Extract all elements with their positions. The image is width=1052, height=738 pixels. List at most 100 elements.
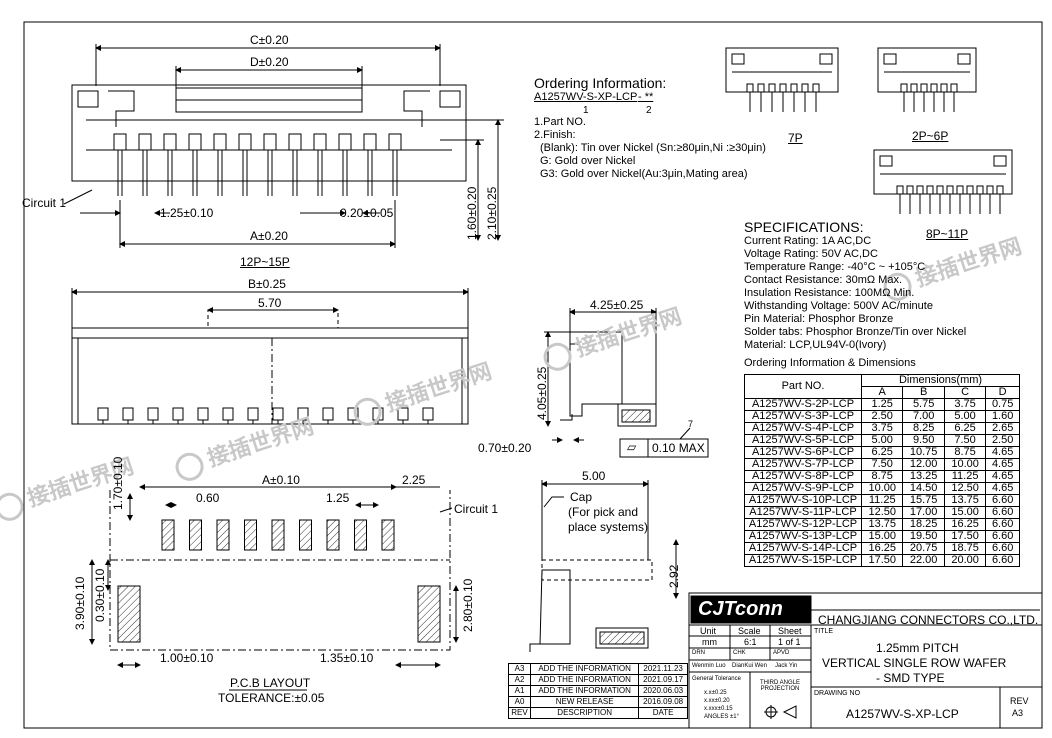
pcb-280-dimension: 2.80±0.10 [461, 578, 475, 632]
dimension-cell: 7.50 [860, 458, 904, 471]
side-view-drawing [560, 331, 657, 427]
callout-7: 7 [688, 419, 694, 429]
apvd-value: Jack Yin [775, 663, 798, 669]
ordering-heading: Ordering Information: [534, 75, 667, 91]
view-7p-label: 7P [788, 131, 803, 145]
pcb-125-dimension: 1.25 [326, 491, 350, 505]
revision-date-cell: 2016.09.08 [638, 696, 688, 708]
spec-line: Contact Resistance: 30mΩ Max. [744, 274, 903, 286]
pcb-pad [354, 519, 367, 551]
pin-housing [213, 133, 227, 150]
dimension-cell: 4.65 [985, 482, 1020, 495]
tolerance-line: x.x±0.25 [704, 690, 727, 696]
dimensions-header: Dimensions(mm) [861, 374, 1020, 387]
dimension-cell: 16.25 [860, 542, 904, 555]
pin-housing [238, 133, 252, 150]
dimension-cell: 17.50 [943, 530, 987, 543]
dimension-cell: 12.00 [902, 458, 945, 471]
view-7p-drawing [725, 47, 839, 112]
front-view-drawing [71, 84, 467, 196]
revision-rev-cell: A3 [507, 663, 532, 675]
part-number-cell: A1257WV-S-12P-LCP [744, 518, 862, 531]
spec-line: Insulation Resistance: 100MΩ Min. [744, 287, 915, 299]
pin-housing [263, 133, 277, 150]
pin-slot [422, 407, 434, 421]
width-570-dimension: 5.70 [258, 296, 282, 310]
view-12p-15p-label: 12P~15P [240, 255, 290, 269]
tolerance-label: General Tolerance [692, 676, 741, 682]
pcb-170-dimension: 1.70±0.10 [111, 456, 125, 510]
pcb-pad [244, 519, 257, 551]
revision-desc-cell: ADD THE INFORMATION [530, 685, 640, 697]
title-line: VERTICAL SINGLE ROW WAFER [822, 656, 1007, 670]
col-header: B [902, 386, 945, 399]
pin-housing [956, 185, 964, 195]
cap-label: Cap [570, 490, 593, 504]
dimension-cell: 2.50 [985, 434, 1020, 447]
c-dimension: C±0.20 [250, 33, 289, 47]
col-header: C [943, 386, 987, 399]
pitch-dimension: 1.25±0.10 [160, 206, 214, 220]
dimension-cell: 18.25 [902, 518, 945, 531]
dimension-cell: 20.75 [902, 542, 945, 555]
pin-slot [222, 407, 234, 421]
dimension-cell: 1.25 [860, 398, 904, 411]
ordering-line: (Blank): Tin over Nickel (Sn:≥80μin,Ni :… [540, 142, 766, 154]
pcb-layout-drawing [109, 490, 451, 651]
dimension-cell: 0.75 [985, 398, 1020, 411]
spec-line: Pin Material: Phosphor Bronze [744, 313, 894, 325]
part-number-cell: A1257WV-S-13P-LCP [744, 530, 862, 543]
part-header: Part NO. [744, 374, 862, 399]
part-number-cell: A1257WV-S-3P-LCP [744, 410, 862, 423]
spec-line: Voltage Rating: 50V AC,DC [744, 248, 878, 260]
pin-housing [976, 185, 984, 195]
col-header: A [860, 386, 904, 399]
ordering-line: 1.Part NO. [534, 116, 586, 128]
unit-label: Unit [700, 626, 717, 636]
projection-label: THIRD ANGLE PROJECTION [759, 680, 800, 692]
revision-desc-cell: NEW RELEASE [530, 696, 640, 708]
dimension-cell: 5.75 [902, 398, 945, 411]
dimension-cell: 9.50 [902, 434, 945, 447]
dimension-cell: 8.75 [860, 470, 904, 483]
revision-rev-cell: A1 [507, 685, 532, 697]
pcb-pad [381, 519, 395, 551]
ordering-suffix: - ** [638, 91, 654, 103]
part-number-cell: A1257WV-S-11P-LCP [744, 506, 862, 519]
dimension-cell: 20.00 [943, 554, 987, 567]
side-width-dimension: 4.25±0.25 [590, 298, 644, 312]
pin-housing [113, 133, 127, 150]
pin-housing [950, 83, 958, 93]
part-number-cell: A1257WV-S-10P-LCP [744, 494, 862, 507]
a-dimension: A±0.20 [250, 229, 288, 243]
pin-width-dimension: 0.20±0.05 [340, 206, 394, 220]
flatness-value: 0.10 MAX [652, 441, 705, 455]
d-dimension: D±0.20 [250, 55, 289, 69]
company-logo: CJTconn [698, 598, 783, 620]
dimension-cell: 3.75 [943, 398, 987, 411]
scale-label: Scale [738, 626, 761, 636]
flatness-symbol: ▱ [627, 440, 637, 454]
revision-desc-cell: ADD THE INFORMATION [530, 663, 640, 675]
pcb-225-dimension: 2.25 [402, 473, 426, 487]
dimension-cell: 10.00 [943, 458, 987, 471]
dimension-cell: 8.75 [943, 446, 987, 459]
dimension-cell: 17.50 [860, 554, 904, 567]
scale-value: 6:1 [744, 637, 757, 647]
dimension-cell: 4.65 [985, 458, 1020, 471]
dimension-cell: 15.75 [902, 494, 945, 507]
pcb-tolerance: TOLERANCE:±0.05 [218, 691, 325, 705]
revision-desc-cell: DESCRIPTION [530, 707, 640, 719]
pcb-390-dimension: 3.90±0.10 [73, 576, 87, 630]
pin-housing [966, 185, 974, 195]
dimension-cell: 2.65 [985, 422, 1020, 435]
dimension-cell: 16.25 [943, 518, 987, 531]
dimension-cell: 6.60 [985, 554, 1020, 567]
part-number-cell: A1257WV-S-6P-LCP [744, 446, 862, 459]
rev-label: REV [1010, 696, 1029, 706]
